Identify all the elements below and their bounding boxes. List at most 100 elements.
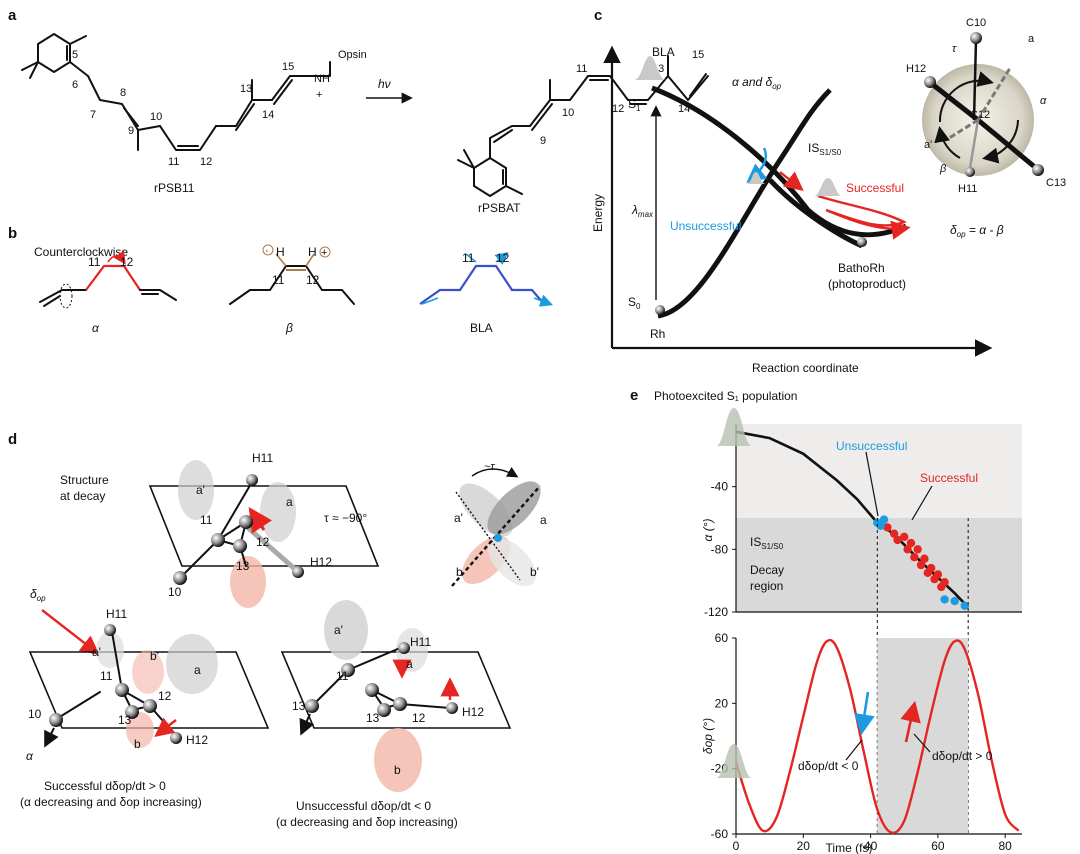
counterclockwise-label: Counterclockwise <box>34 245 128 259</box>
molecule-rpsb11: 5 6 7 8 9 10 11 12 13 14 15 NH + Opsin r… <box>21 33 367 195</box>
newman-inset: C10 H12 a τ α C12 a' β H11 C13 δop = α -… <box>906 17 1066 239</box>
panel-label-d: d <box>8 431 17 448</box>
successful-point <box>906 538 916 548</box>
h-left: H <box>276 245 285 259</box>
delta-xlabel: Time (fs) <box>826 841 873 854</box>
successful-point <box>920 554 929 563</box>
molecule-rpsbat: 9 10 11 12 13 14 15 <box>457 49 709 197</box>
d-u-13: 13 <box>366 711 380 725</box>
s1-surface <box>651 85 908 238</box>
d-s-10: 10 <box>28 707 42 721</box>
is-label: ISS1/S0 <box>808 141 842 157</box>
d-orb-a-prime: a' <box>454 511 463 525</box>
d-top-12: 12 <box>256 535 270 549</box>
b-bla-12: 12 <box>496 251 510 265</box>
panel-c: Energy Reaction coordinate BLA α and δop… <box>591 17 1066 375</box>
b-alpha-12: 12 <box>120 255 134 269</box>
d-top-a-prime: a' <box>196 483 205 497</box>
c-unsuccessful-label: Unsuccessful <box>670 219 741 233</box>
d-u-a-prime: a' <box>334 623 343 637</box>
successful-point <box>916 560 926 570</box>
d-tilde-tau: ~τ <box>484 461 495 473</box>
inset-c12: C12 <box>970 109 990 121</box>
d-u-11: 11 <box>336 669 349 683</box>
bla-motif: 11 12 BLA <box>419 251 550 335</box>
d-top-13: 13 <box>236 559 250 573</box>
d-s-h11: H11 <box>106 607 127 621</box>
hv-label: hν <box>378 77 391 91</box>
delta-xtick-label: 20 <box>797 839 811 853</box>
e-unsuccessful-label: Unsuccessful <box>836 439 907 453</box>
d-top-a: a <box>286 495 293 509</box>
unsuccessful-point <box>940 595 949 604</box>
delta-chart-marks <box>734 638 1020 835</box>
s1-label: S1 <box>628 97 641 113</box>
b-bla-11: 11 <box>462 251 475 265</box>
plus-symbol: + <box>321 247 327 259</box>
atom-num-13: 13 <box>240 83 252 95</box>
d-s-alpha: α <box>26 749 34 763</box>
successful-point <box>893 535 902 545</box>
d-top-h11: H11 <box>252 451 273 465</box>
d-orb-b: b <box>456 565 463 579</box>
d-u-a: a <box>406 657 413 671</box>
opsin-label: Opsin <box>338 49 367 61</box>
d-s-a-prime: a' <box>92 645 101 659</box>
successful-caption-2: (α decreasing and δop increasing) <box>20 795 202 809</box>
inset-formula: δop = α - β <box>950 223 1004 239</box>
atom-num-8: 8 <box>120 87 126 99</box>
atom-num-14: 14 <box>262 109 274 121</box>
atom-num-12: 12 <box>200 156 212 168</box>
d-u-13-left: 13 <box>292 699 306 713</box>
bla-label: BLA <box>470 321 493 335</box>
delta-xtick-label: 80 <box>998 839 1012 853</box>
inset-alpha: α <box>1040 95 1047 107</box>
d-u-h12: H12 <box>462 705 484 719</box>
b-beta-11: 11 <box>272 273 285 287</box>
successful-point <box>913 545 922 554</box>
b-beta-12: 12 <box>306 273 320 287</box>
energy-label: Energy <box>591 194 605 232</box>
r-atom-num-10: 10 <box>562 107 574 119</box>
inset-a-prime: a' <box>924 139 932 151</box>
delta-ytick-label: 20 <box>715 696 729 710</box>
delta-ytick-label: -60 <box>711 827 729 841</box>
successful-point <box>910 552 919 562</box>
inset-beta: β <box>939 163 947 175</box>
unsuccessful-caption-2: (α decreasing and δop increasing) <box>276 815 458 829</box>
d-orb-b-prime: b' <box>530 565 539 579</box>
d-s-a: a <box>194 663 201 677</box>
inset-tau: τ <box>952 43 957 55</box>
delta-ytick-label: 60 <box>715 631 729 645</box>
unsuccessful-point <box>876 521 885 531</box>
inset-h12: H12 <box>906 63 926 75</box>
successful-point <box>903 545 912 554</box>
e-deriv-pos: dδop/dt > 0 <box>932 749 993 763</box>
successful-path <box>817 194 911 240</box>
d-s-13: 13 <box>118 713 132 727</box>
d-unsuccessful-structure: a' H11 a 11 12 13 13 H12 b Unsuccessful … <box>276 600 512 829</box>
rpsb11-name: rPSB11 <box>154 181 195 195</box>
d-u-b: b <box>394 763 401 777</box>
delta-ylabel: δop (°) <box>701 718 715 754</box>
unsuccessful-caption-1: Unsuccessful dδop/dt < 0 <box>296 799 431 813</box>
alpha-ytick-label: -80 <box>711 542 729 556</box>
structure-at-decay-1: Structure <box>60 473 109 487</box>
r-atom-num-9: 9 <box>540 135 546 147</box>
reaction-coordinate-label: Reaction coordinate <box>752 361 859 375</box>
atom-num-5: 5 <box>72 49 78 61</box>
atom-num-11: 11 <box>168 156 179 168</box>
d-orb-a: a <box>540 513 547 527</box>
successful-caption-1: Successful dδop/dt > 0 <box>44 779 166 793</box>
r-atom-num-15: 15 <box>692 49 704 61</box>
alpha-motif: 11 12 α <box>39 250 177 335</box>
s0-label: S0 <box>628 295 641 311</box>
atom-num-7: 7 <box>90 109 96 121</box>
e-decay-2: region <box>750 579 783 593</box>
d-u-12: 12 <box>412 711 426 725</box>
photoproduct-label: (photoproduct) <box>828 277 906 291</box>
d-top-structure: H11 a' a 11 12 13 10 H12 τ ≈ −90° <box>148 451 380 608</box>
